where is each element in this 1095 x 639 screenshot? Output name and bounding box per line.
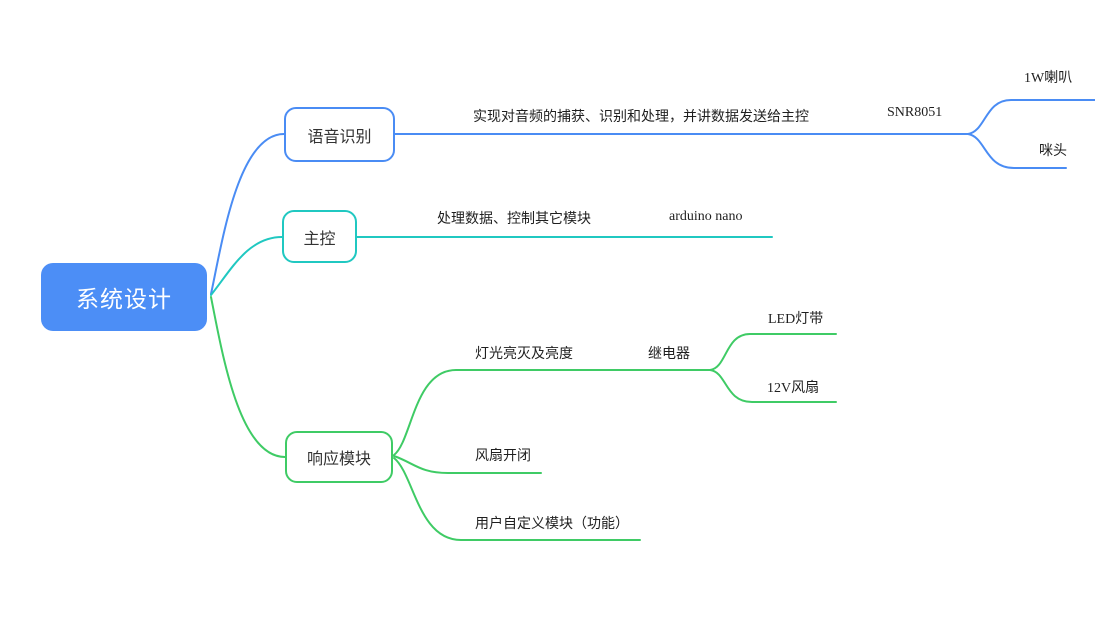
root-node-system-design[interactable]: 系统设计	[41, 263, 207, 331]
connector-fork-mic	[967, 133, 1067, 169]
connector-response-light	[393, 369, 711, 456]
connector-root-mcu	[210, 236, 283, 296]
mcu-description-label[interactable]: 处理数据、控制其它模块	[437, 212, 591, 227]
chip-snr8051-label[interactable]: SNR8051	[887, 105, 943, 120]
led-strip-label[interactable]: LED灯带	[768, 312, 824, 327]
connector-root-voice	[210, 133, 285, 295]
voice-recognition-node[interactable]: 语音识别	[284, 107, 395, 162]
fan-12v-label[interactable]: 12V风扇	[767, 381, 820, 396]
speaker-1w-label[interactable]: 1W喇叭	[1024, 71, 1073, 86]
connector-fork-led	[709, 333, 837, 371]
connector-root-response	[210, 296, 286, 458]
microphone-label[interactable]: 咪头	[1039, 144, 1067, 159]
connector-fork-fan12	[709, 369, 837, 403]
connector-response-custom	[393, 457, 641, 541]
voice-description-label[interactable]: 实现对音频的捕获、识别和处理，并讲数据发送给主控	[473, 110, 809, 125]
arduino-nano-label[interactable]: arduino nano	[669, 209, 743, 224]
light-control-label[interactable]: 灯光亮灭及亮度	[475, 347, 573, 362]
connector-fork-speaker	[967, 99, 1095, 135]
connector-response-fansw	[393, 455, 542, 474]
main-controller-node[interactable]: 主控	[282, 210, 357, 263]
fan-switch-label[interactable]: 风扇开闭	[475, 449, 531, 464]
custom-module-label[interactable]: 用户自定义模块（功能）	[475, 517, 629, 532]
response-module-node[interactable]: 响应模块	[285, 431, 393, 483]
relay-label[interactable]: 继电器	[648, 347, 690, 362]
